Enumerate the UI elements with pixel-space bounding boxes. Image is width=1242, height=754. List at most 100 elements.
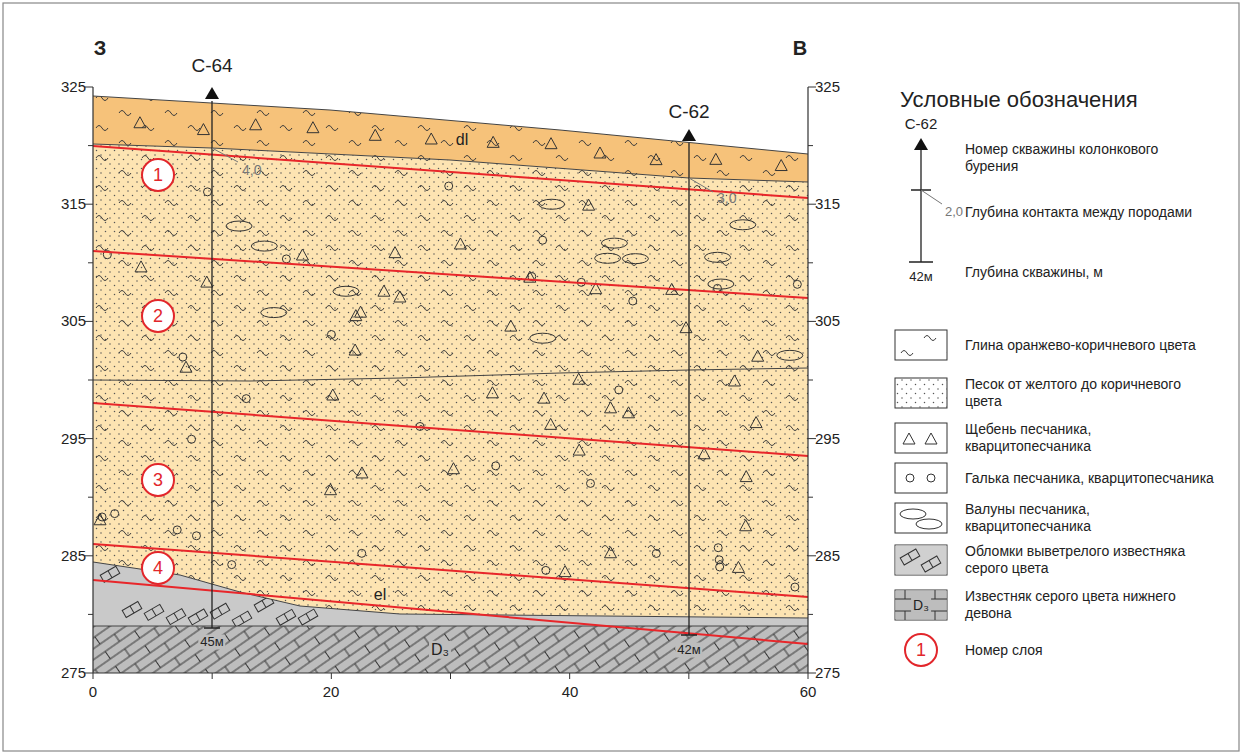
axis-value: 40	[562, 683, 579, 700]
axis-tick	[212, 673, 213, 679]
layer-number: 3	[153, 470, 163, 491]
section-label: 3,0	[717, 190, 736, 206]
layer-number: 1	[153, 165, 163, 186]
section-body	[85, 87, 816, 679]
axis-tick	[450, 673, 451, 679]
boulder-symbol	[226, 221, 252, 231]
axis-tick	[88, 380, 813, 381]
clay-sample	[895, 330, 947, 360]
pebble-symbol	[192, 532, 200, 540]
axis-tick	[88, 145, 813, 146]
pebble-symbol	[629, 297, 637, 305]
legend-text: Песок от желтого до коричневого цвета	[965, 376, 1215, 410]
rubble-symbol	[350, 310, 362, 321]
pebble-symbol	[539, 236, 547, 244]
axis-value: 275	[815, 664, 840, 681]
rubble-symbol	[447, 463, 459, 474]
pebble-symbol	[242, 395, 250, 403]
rubble-symbol	[201, 276, 213, 287]
pebble-symbol	[445, 182, 453, 190]
rubble-symbol	[325, 484, 337, 495]
pebble-symbol	[98, 513, 106, 521]
layer-boundary	[93, 146, 808, 198]
rubble-symbol	[583, 199, 595, 210]
borehole	[681, 129, 697, 635]
axis-value: 285	[61, 547, 86, 564]
legend-swatch	[895, 503, 947, 533]
axis-tick	[85, 87, 816, 88]
boulder-symbol	[601, 238, 627, 248]
section-label: D₃	[911, 597, 931, 613]
clast-symbols	[94, 182, 803, 591]
axis-value: 295	[815, 430, 840, 447]
legend-samples	[895, 138, 947, 620]
axis-value: 305	[815, 313, 840, 330]
rubble-symbol	[752, 350, 764, 361]
legend-swatch	[895, 378, 947, 408]
debris-symbol	[100, 566, 120, 582]
layer-number: 4	[153, 558, 163, 579]
debris-symbol	[254, 596, 274, 612]
legend-text: Обломки выветрелого известняка серого цв…	[965, 543, 1215, 577]
axis-tick	[88, 497, 813, 498]
section-label: С-62	[905, 115, 938, 132]
legend-title: Условные обозначения	[900, 87, 1138, 112]
legend-text: Номер слоя	[965, 642, 1215, 659]
limestone-hatch	[93, 626, 808, 673]
rubble-symbol	[369, 129, 381, 140]
debris-symbol	[298, 609, 318, 625]
axis-value: 295	[61, 430, 86, 447]
rubble-symbol	[680, 322, 692, 333]
layer-number: 1	[916, 640, 926, 661]
boulder-symbol	[777, 350, 803, 360]
well-number: С-64	[191, 55, 232, 77]
boulder-symbol	[251, 241, 277, 251]
axis-value: 0	[89, 683, 97, 700]
rubble-symbol	[538, 392, 550, 403]
axis-tick	[331, 673, 332, 679]
rubble-symbol	[740, 471, 752, 482]
rubble-symbol	[134, 117, 146, 128]
axis-tick	[93, 673, 94, 679]
rubble-symbol	[573, 373, 585, 384]
legend-text: Известняк серого цвета нижнего девона	[965, 588, 1215, 622]
axis-tick	[688, 673, 689, 679]
section-label: dl	[456, 131, 468, 149]
boulder-symbol	[622, 254, 648, 264]
debris-symbol	[232, 611, 252, 627]
rubble-symbol	[545, 138, 557, 149]
debris-symbol	[166, 609, 186, 625]
legend-swatch	[895, 590, 947, 620]
direction-label: В	[793, 37, 807, 60]
rubble-symbol	[573, 444, 585, 455]
legend-text: Глина оранжево-коричневого цвета	[965, 337, 1215, 354]
debris-symbol	[921, 556, 941, 572]
legend-text: Глубина контакта между породами	[965, 204, 1215, 221]
axis-tick	[85, 321, 816, 322]
rubble-symbol	[296, 249, 308, 260]
layer-number-circle: 3	[141, 463, 175, 497]
rubble-symbol	[729, 375, 741, 386]
rubble-symbol	[454, 238, 466, 249]
leader-line	[689, 178, 713, 192]
debris-symbol	[188, 609, 208, 625]
axis-value: 20	[323, 683, 340, 700]
section-label: 45м	[198, 635, 225, 650]
axis-value: 315	[815, 196, 840, 213]
axes	[85, 87, 816, 679]
axis-tick	[808, 673, 809, 679]
axis-value: 275	[61, 664, 86, 681]
rubble-symbol	[486, 387, 498, 398]
section-label: 42м	[675, 643, 702, 658]
pebble-symbol	[542, 566, 550, 574]
rubble-symbol	[903, 433, 915, 444]
section-label: 2,0	[945, 205, 963, 220]
contact-line	[93, 626, 808, 627]
pebble-symbol	[906, 474, 914, 482]
rubble-symbol	[594, 147, 606, 158]
legend-text: Глубина скважины, м	[965, 264, 1215, 281]
debris-symbol	[144, 604, 164, 620]
pebble-symbol	[358, 549, 366, 557]
rubble-symbol	[604, 547, 616, 558]
pebble-symbol	[791, 583, 799, 591]
